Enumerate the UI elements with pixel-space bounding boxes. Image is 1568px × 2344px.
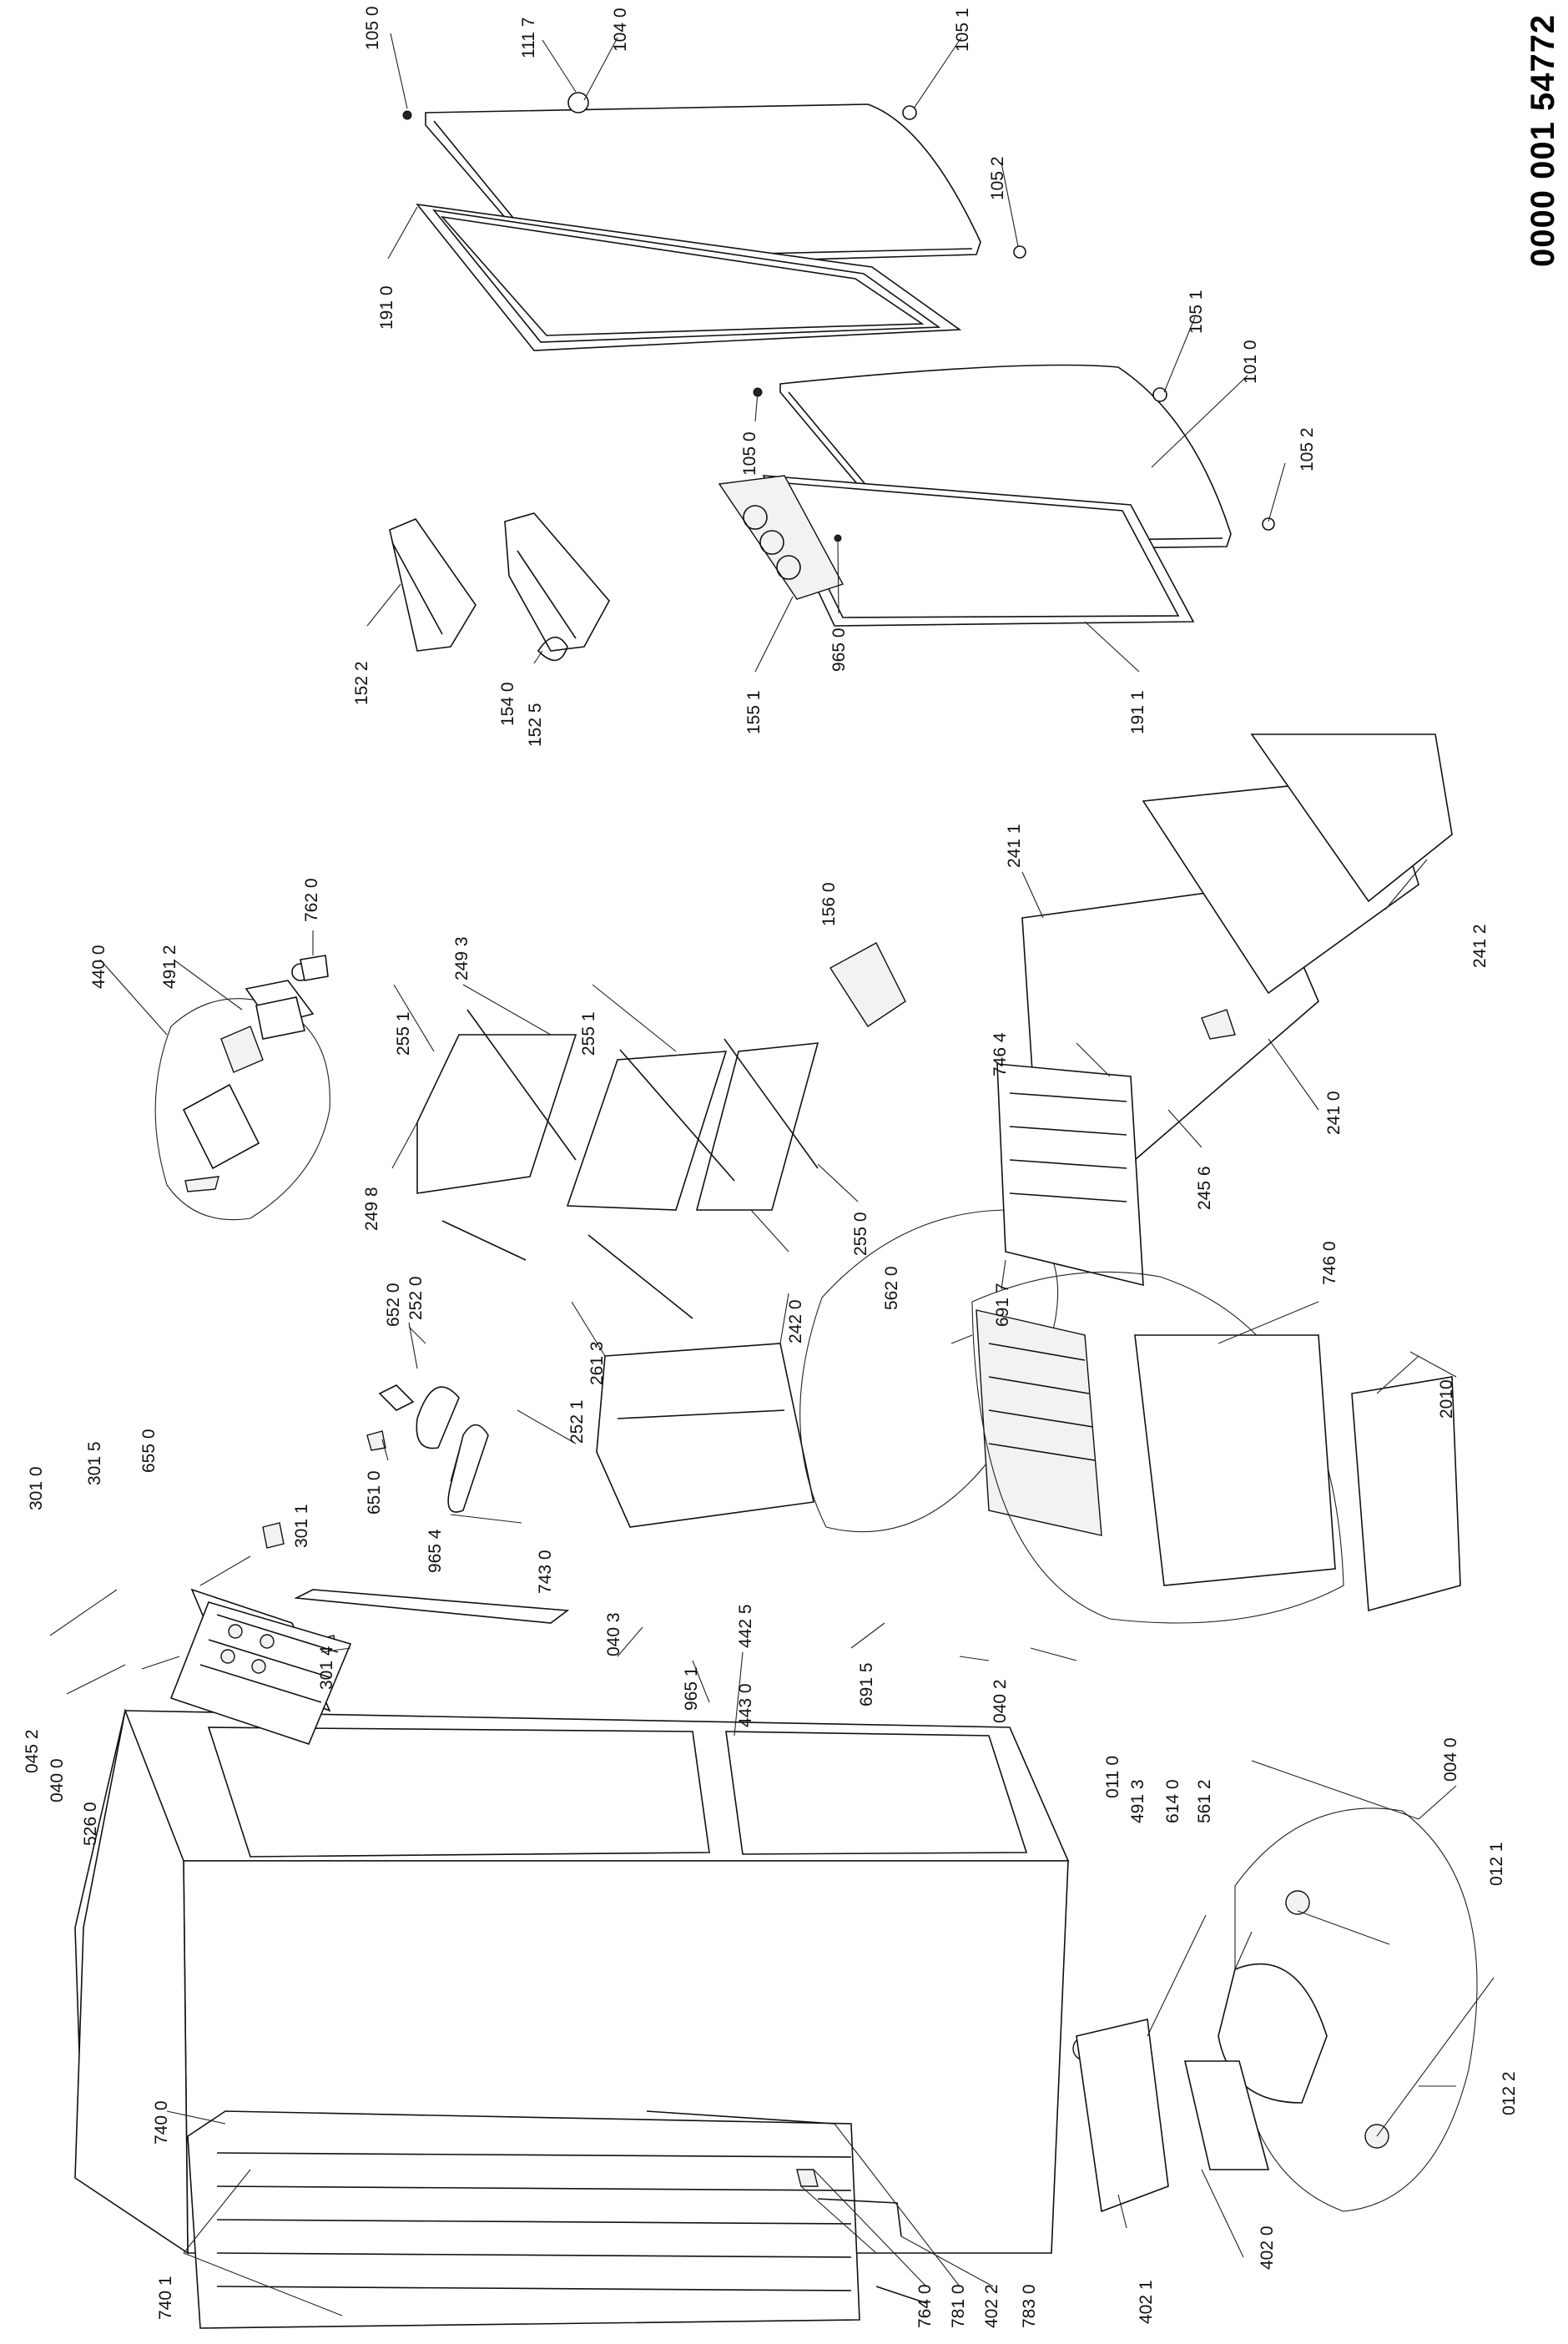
part-label: 764 0 (915, 2284, 935, 2328)
part-label: 105 2 (1298, 427, 1317, 471)
part-number-labels: 105 0 111 7 104 0 105 1 105 2 191 0 105 … (23, 6, 1519, 2328)
part-label: 781 0 (949, 2284, 968, 2328)
part-label: 105 2 (988, 156, 1007, 200)
part-label: 245 6 (1195, 1166, 1214, 1210)
part-label: 011 0 (1103, 1756, 1122, 1798)
part-label: 740 0 (152, 2100, 171, 2145)
part-label: 241 0 (1324, 1091, 1344, 1135)
part-label: 614 0 (1163, 1779, 1182, 1823)
part-label: 691 5 (857, 1662, 876, 1706)
part-label: 965 4 (426, 1529, 445, 1573)
part-label: 526 0 (81, 1802, 100, 1846)
part-label: 965 1 (682, 1666, 701, 1711)
part-label: 111 7 (519, 18, 538, 58)
part-label: 2010 (1437, 1379, 1456, 1419)
part-label: 651 0 (365, 1470, 384, 1515)
part-label: 762 0 (302, 878, 321, 922)
part-label: 241 1 (1005, 824, 1024, 868)
part-label: 101 0 (1241, 340, 1260, 384)
part-label: 301 1 (292, 1504, 311, 1548)
part-label: 252 0 (406, 1276, 426, 1320)
part-label: 156 0 (819, 882, 839, 926)
part-label: 152 5 (526, 703, 545, 747)
part-label: 491 2 (160, 945, 179, 989)
part-label: 442 5 (736, 1604, 755, 1648)
drawing-lower-door (718, 364, 1275, 627)
drawing-glass-shelves (416, 1009, 819, 1319)
part-label: 440 0 (89, 945, 108, 989)
part-label: 249 8 (362, 1187, 381, 1231)
part-label: 255 1 (579, 1011, 598, 1056)
part-label: 301 0 (27, 1466, 46, 1510)
part-label: 152 2 (352, 661, 371, 705)
part-label: 045 2 (23, 1729, 42, 1773)
drawing-condenser-and-tubes (187, 2110, 927, 2329)
part-label: 252 1 (567, 1399, 587, 1444)
drawing-upper-door (402, 92, 1026, 351)
drawing-compressor-callout (1076, 1807, 1478, 2213)
part-label: 783 0 (1020, 2284, 1039, 2328)
part-label: 740 1 (156, 2276, 175, 2320)
part-label: 746 4 (991, 1032, 1010, 1076)
part-label: 040 3 (604, 1612, 623, 1656)
part-label: 301 4 (317, 1646, 336, 1690)
part-label: 255 1 (394, 1011, 413, 1056)
part-label: 012 1 (1487, 1842, 1506, 1886)
document-number: 0000 001 54772 (1525, 14, 1561, 267)
part-label: 743 0 (536, 1550, 555, 1594)
part-label: 255 0 (851, 1212, 870, 1256)
part-label: 040 2 (991, 1679, 1010, 1723)
part-label: 249 3 (452, 936, 471, 980)
part-label: 191 1 (1128, 690, 1147, 734)
part-label: 155 1 (744, 690, 764, 734)
part-label: 746 0 (1320, 1241, 1339, 1285)
leader-lines (49, 33, 1495, 2316)
part-label: 402 2 (982, 2284, 1001, 2328)
part-label: 105 1 (1187, 290, 1206, 334)
drawing-control-panel (169, 1601, 352, 1745)
part-label: 443 0 (736, 1683, 755, 1727)
drawing-light-assembly-callout (154, 955, 330, 1221)
part-label: 105 0 (363, 6, 382, 50)
part-label: 562 0 (882, 1266, 901, 1310)
drawing-evaporator-callout (799, 1063, 1461, 1624)
part-label: 965 0 (829, 628, 849, 672)
part-label: 561 2 (1195, 1779, 1214, 1823)
part-label: 241 2 (1470, 924, 1490, 968)
part-label: 301 5 (85, 1441, 104, 1485)
drawing-door-balconies (389, 512, 610, 662)
part-label: 105 1 (953, 8, 972, 52)
part-label: 261 3 (587, 1341, 607, 1385)
part-label: 191 0 (377, 285, 396, 330)
part-label: 691 7 (993, 1283, 1012, 1327)
part-label: 402 1 (1137, 2280, 1156, 2324)
part-label: 242 0 (786, 1299, 805, 1343)
part-label: 402 0 (1258, 2226, 1277, 2270)
part-label: 105 0 (740, 431, 759, 476)
part-label: 154 0 (498, 682, 517, 726)
part-label: 004 0 (1441, 1737, 1460, 1782)
part-label: 652 0 (384, 1283, 403, 1327)
part-label: 655 0 (139, 1429, 159, 1473)
part-label: 104 0 (611, 8, 630, 52)
part-label: 012 2 (1500, 2071, 1519, 2115)
part-label: 491 3 (1128, 1779, 1147, 1823)
part-label: 040 0 (48, 1758, 67, 1802)
